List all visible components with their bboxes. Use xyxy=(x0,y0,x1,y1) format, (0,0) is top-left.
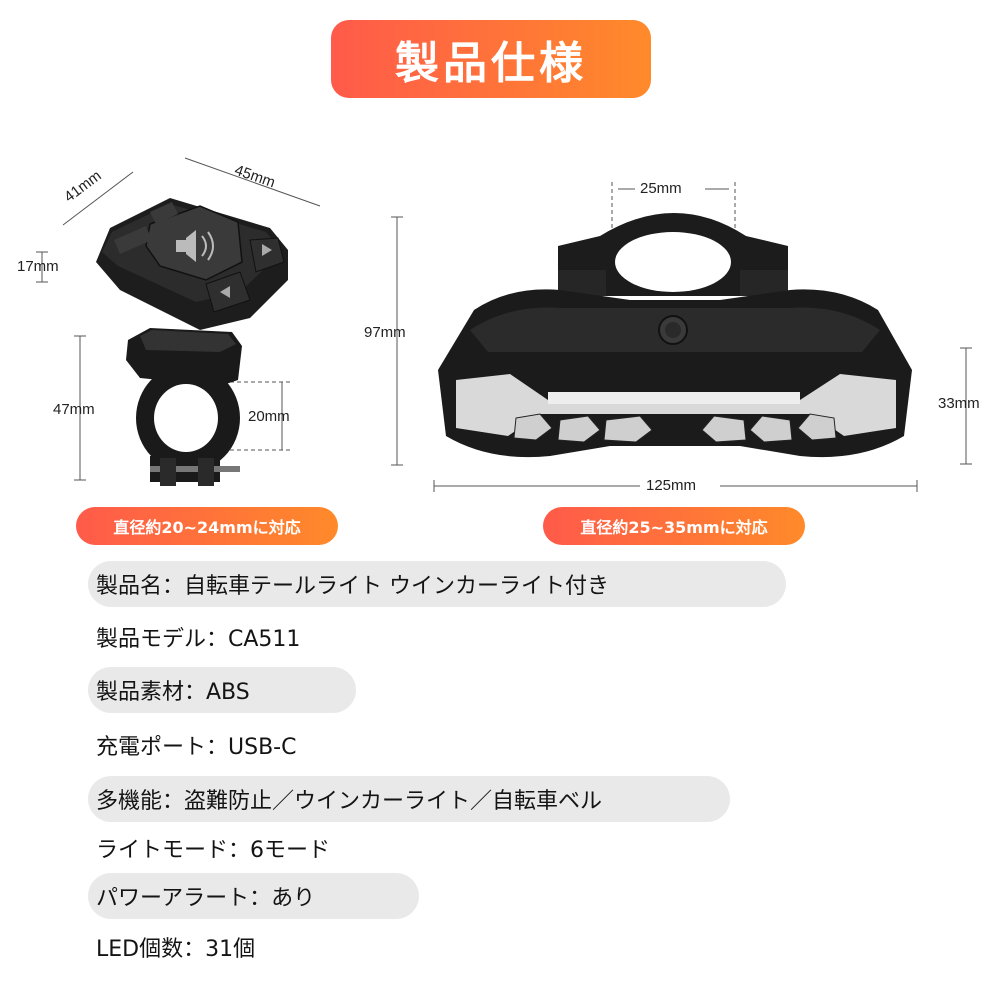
light-strip-label: 33mm xyxy=(938,395,980,412)
clamp-width-label: 25mm xyxy=(640,180,682,197)
mount-height-label: 47mm xyxy=(53,401,95,418)
light-height-label: 97mm xyxy=(364,324,406,341)
remote-body xyxy=(96,198,288,330)
remote-right-button xyxy=(249,237,285,273)
fit-label-left: 直径約20~24mmに対応 xyxy=(76,507,338,545)
spec-charge-port: 充電ポート：USB-C xyxy=(96,735,297,760)
mount-inner-label: 20mm xyxy=(248,408,290,425)
mount-body xyxy=(126,328,242,486)
light-width-label: 125mm xyxy=(646,477,697,494)
spec-product-name: 製品名：自転車テールライト ウインカーライト付き xyxy=(88,561,786,607)
fit-label-right: 直径約25~35mmに対応 xyxy=(543,507,805,545)
taillight-body xyxy=(438,289,912,458)
remote-height-label: 17mm xyxy=(17,258,59,275)
spec-model: 製品モデル：CA511 xyxy=(96,627,301,652)
page-title: 製品仕様 xyxy=(331,20,651,98)
spec-material: 製品素材：ABS xyxy=(88,667,356,713)
spec-power-alert: パワーアラート：あり xyxy=(88,873,419,919)
spec-light-modes: ライトモード：6モード xyxy=(96,838,330,863)
taillight-clamp xyxy=(558,213,788,296)
spec-functions: 多機能：盗難防止／ウインカーライト／自転車ベル xyxy=(88,776,730,822)
spec-led-count: LED個数：31個 xyxy=(96,937,256,962)
